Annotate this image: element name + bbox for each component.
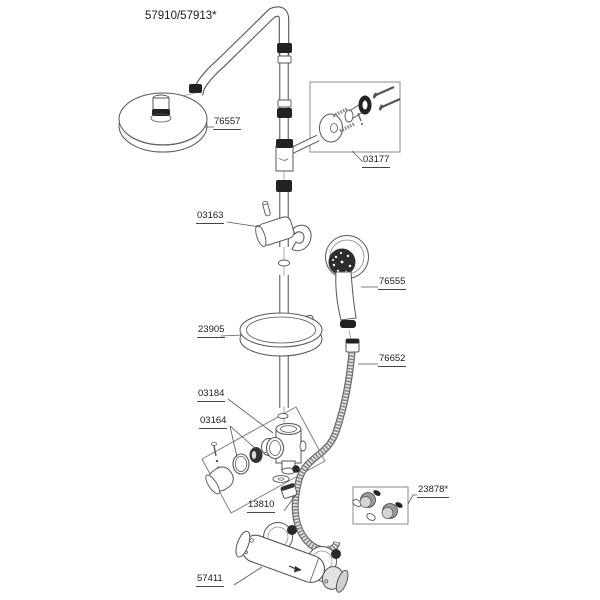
hand-shower — [325, 235, 369, 353]
label-thermostat-mixer: 57411 — [196, 574, 224, 587]
label-text: 03163 — [196, 211, 225, 224]
overhead-shower — [118, 92, 208, 153]
shower-hose — [291, 351, 356, 554]
leader-lines — [204, 126, 417, 586]
diverter-body — [265, 413, 307, 483]
product-code-label: 57910/57913* — [145, 10, 217, 22]
label-text: 03164 — [199, 416, 228, 429]
rail-connector-rings — [165, 43, 292, 118]
check-valve-parts — [352, 490, 403, 521]
wall-mount-parts — [319, 85, 401, 143]
label-text: 57411 — [196, 574, 224, 587]
label-text: 76652 — [378, 354, 407, 367]
label-soap-dish: 23905 — [197, 325, 226, 338]
label-text: 76557 — [213, 117, 242, 130]
label-text: 03184 — [197, 389, 226, 402]
slider-bracket — [255, 201, 312, 267]
label-shower-hose: 76652 — [378, 354, 407, 367]
label-text: 23905 — [197, 325, 226, 338]
label-slider-bracket: 03163 — [196, 211, 225, 224]
label-hose-connector: 13810 — [247, 500, 276, 513]
thermostat-mixer — [235, 522, 349, 593]
label-check-valves: 23878* — [417, 485, 450, 498]
rail-wall-tee — [275, 134, 320, 192]
hose-connector-nut — [280, 483, 298, 499]
label-text: 03177 — [362, 155, 391, 168]
label-text: 23878* — [417, 485, 450, 498]
shower-arm — [192, 6, 290, 96]
label-diverter-parts: 03164 — [199, 416, 228, 429]
label-hand-shower: 76555 — [378, 277, 407, 290]
soap-dish — [239, 312, 323, 357]
label-text: 76555 — [378, 277, 407, 290]
label-overhead-shower: 76557 — [213, 117, 242, 130]
label-diverter-assembly: 03184 — [197, 389, 226, 402]
label-text: 13810 — [247, 500, 276, 513]
label-wall-mount: 03177 — [362, 155, 391, 168]
